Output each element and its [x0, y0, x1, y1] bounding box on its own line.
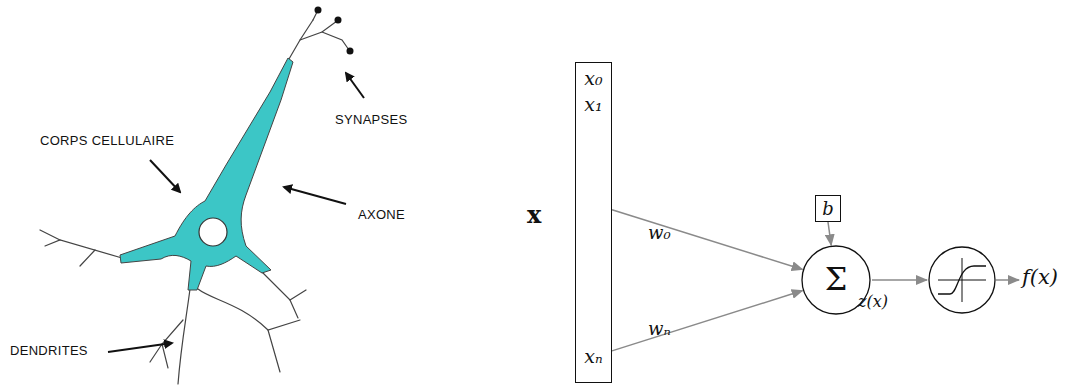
weight-arrow: [612, 291, 803, 351]
node-text: Σ: [825, 260, 848, 298]
part-name: CORPS CELLULAIRE: [40, 133, 174, 148]
node-text: x₀: [584, 67, 602, 89]
callout-arrows: [108, 73, 364, 352]
bias-box: b: [815, 195, 841, 222]
output-arrow: [996, 279, 1019, 281]
weight-arrow: [612, 210, 803, 270]
part-name: SYNAPSES: [335, 112, 407, 127]
output-name: f(x): [1022, 265, 1058, 289]
part-name: DENDRITES: [10, 343, 88, 358]
output-arrow: [872, 279, 927, 281]
activation-symbol: [929, 247, 995, 313]
nucleus: [199, 218, 227, 246]
synapse-dots: [315, 7, 354, 55]
node-text: x₁: [584, 93, 602, 115]
weight-label: w₀: [648, 222, 671, 243]
neuron-body: [120, 58, 293, 290]
node-text: xₙ: [584, 345, 602, 367]
neuron-branches: [40, 10, 349, 384]
part-name: AXONE: [358, 207, 405, 222]
vector-name: x: [527, 200, 541, 229]
signal-name: z(x): [858, 292, 888, 311]
vector-box: x₀ x₁ xₙ: [575, 62, 612, 383]
weight-label: wₙ: [648, 318, 671, 339]
node-text: b: [822, 198, 834, 219]
bias-arrow: [828, 222, 831, 245]
